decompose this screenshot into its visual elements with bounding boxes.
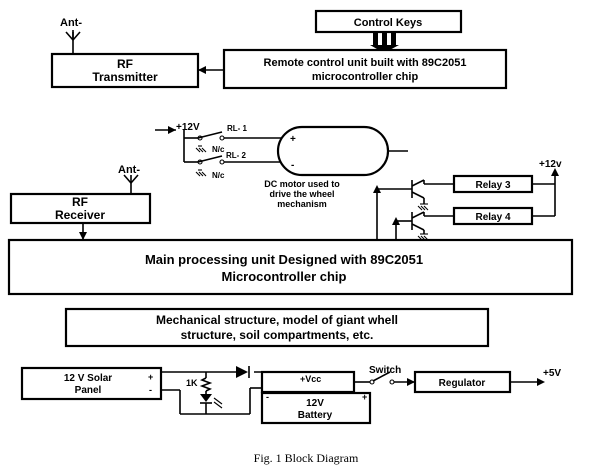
output-5v-label: +5V (543, 368, 561, 379)
rl2-label: RL- 2 (226, 151, 247, 160)
motor-minus-label: - (291, 160, 294, 171)
rl1-label: RL- 1 (227, 124, 248, 133)
receiver-to-main-arrow (79, 232, 87, 240)
main-processing-unit-block: Main processing unit Designed with 89C20… (7, 238, 574, 296)
mechanical-structure-block: Mechanical structure, model of giant whe… (64, 307, 490, 348)
nc1-label: N/c (212, 145, 225, 154)
solar-minus-label: - (149, 385, 152, 395)
dc-motor-icon (276, 125, 408, 177)
remote-control-unit-block: Remote control unit built with 89C2051 m… (222, 48, 508, 90)
rf-transmitter-label-2: Transmitter (92, 70, 158, 84)
relay-rl2-switch (184, 155, 282, 177)
relay4-label: Relay 4 (475, 212, 510, 223)
figure-caption: Fig. 1 Block Diagram (254, 451, 359, 465)
battery-plus-label: + (362, 392, 367, 402)
relay4-transistor-icon (396, 211, 454, 241)
battery-minus-label: - (266, 392, 269, 402)
relay3-block: Relay 3 (452, 174, 534, 194)
regulator-label: Regulator (439, 378, 486, 389)
remote-to-transmitter-arrow (198, 66, 206, 74)
mechanical-label-1: Mechanical structure, model of giant whe… (156, 313, 398, 327)
battery-label-2: Battery (298, 410, 333, 421)
main-unit-label-2: Microcontroller chip (222, 269, 347, 284)
battery-label-1: 12V (306, 398, 324, 409)
rf-transmitter-label-1: RF (117, 57, 133, 71)
battery-block: 12V Battery (260, 391, 372, 425)
rx-antenna-label: Ant- (118, 164, 140, 176)
relay-supply-wire (532, 168, 559, 217)
power-switch-icon (354, 371, 415, 386)
control-keys-label: Control Keys (354, 17, 422, 29)
remote-unit-label-2: microcontroller chip (312, 71, 419, 83)
output-5v-arrow (510, 378, 545, 386)
led-icon (200, 391, 223, 414)
nc2-label: N/c (212, 171, 225, 180)
diode-icon (236, 366, 250, 378)
resistor-label: 1K (186, 378, 198, 388)
rx-antenna-icon (123, 174, 139, 194)
rf-receiver-label-1: RF (72, 195, 88, 209)
motor-caption-2: drive the wheel (269, 189, 334, 199)
motor-supply-arrow (155, 126, 176, 134)
remote-unit-label-1: Remote control unit built with 89C2051 (264, 57, 467, 69)
motor-supply-label: +12V (176, 122, 200, 133)
resistor-icon (199, 377, 213, 392)
tx-antenna-label: Ant- (60, 17, 82, 29)
tx-antenna-icon (65, 30, 81, 54)
solar-panel-label-2: Panel (75, 385, 102, 396)
switch-label: Switch (369, 365, 401, 376)
motor-plus-label: + (290, 134, 296, 145)
main-to-relay-wires (373, 185, 400, 240)
rf-transmitter-block: RF Transmitter (50, 52, 200, 89)
relay3-transistor-icon (377, 179, 454, 211)
motor-caption-1: DC motor used to (264, 179, 340, 189)
relay-rl1-switch (183, 130, 282, 162)
regulator-block: Regulator (413, 370, 512, 394)
solar-panel-block: 12 V Solar Panel (20, 366, 163, 401)
rf-receiver-block: RF Receiver (9, 192, 152, 225)
relay-supply-label: +12v (539, 159, 562, 170)
motor-caption-3: mechanism (277, 199, 327, 209)
main-unit-label-1: Main processing unit Designed with 89C20… (145, 252, 423, 267)
relay3-label: Relay 3 (475, 180, 510, 191)
rf-receiver-label-2: Receiver (55, 208, 105, 222)
mechanical-label-2: structure, soil compartments, etc. (181, 328, 374, 342)
vcc-label: +Vcc (300, 374, 321, 384)
solar-plus-label: + (148, 372, 153, 382)
relay4-block: Relay 4 (452, 206, 534, 226)
control-keys-block: Control Keys (314, 9, 463, 34)
solar-panel-label-1: 12 V Solar (64, 373, 112, 384)
